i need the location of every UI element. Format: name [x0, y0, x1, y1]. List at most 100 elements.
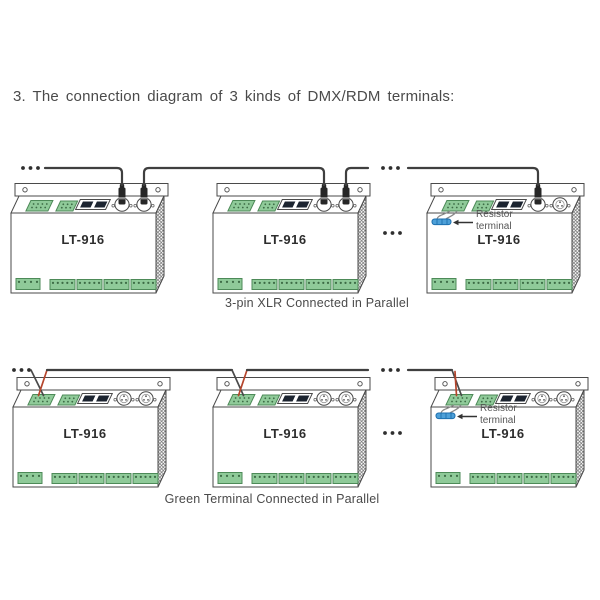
terminal-block [550, 473, 577, 484]
terminal-block [251, 279, 278, 290]
screw-icon [129, 204, 133, 208]
terminal-block [15, 278, 41, 290]
screw-hole [442, 381, 448, 387]
screw-icon [313, 204, 317, 208]
terminal-block [469, 473, 496, 484]
dmx-port-display [490, 199, 528, 210]
dmx-port-display [276, 393, 314, 404]
terminal-block [105, 473, 132, 484]
side-vent-grille [575, 389, 585, 488]
xlr-connector [549, 197, 571, 212]
device-label: LT-916 [61, 232, 105, 247]
device-lt916 [10, 183, 169, 294]
terminal-block [76, 279, 103, 290]
xlr-connector [553, 391, 575, 406]
terminal-block [305, 473, 332, 484]
screw-icon [353, 398, 357, 402]
side-vent-grille [157, 389, 167, 488]
terminal-block [27, 394, 56, 406]
screw-icon [313, 398, 317, 402]
device-label: LT-916 [477, 232, 521, 247]
xlr-connector [113, 391, 135, 406]
screw-icon [545, 204, 549, 208]
side-vent-grille [155, 195, 165, 294]
device-label: LT-916 [263, 426, 307, 441]
screw-icon [353, 204, 357, 208]
screw-icon [133, 204, 137, 208]
screw-hole [224, 381, 230, 387]
screw-icon [549, 398, 553, 402]
screw-icon [113, 398, 117, 402]
screw-icon [331, 398, 335, 402]
terminal-block [217, 472, 243, 484]
dmx-port-display [276, 199, 314, 210]
continuation-dots [381, 166, 400, 170]
dmx-cable [43, 166, 124, 187]
xlr-connector-plugged [133, 184, 155, 212]
terminal-block [55, 200, 79, 212]
screw-hole [438, 187, 444, 193]
screw-hole [22, 187, 28, 193]
xlr-connector-plugged [335, 184, 357, 212]
device-lt916 [430, 377, 589, 488]
pointer-arrow-icon [457, 413, 477, 420]
dmx-port-display [494, 393, 532, 404]
screw-icon [135, 398, 139, 402]
device-label: LT-916 [63, 426, 107, 441]
terminal-block [278, 473, 305, 484]
dmx-cable [344, 166, 370, 187]
terminal-block [496, 473, 523, 484]
terminal-wire [37, 369, 48, 397]
screw-icon [335, 398, 339, 402]
screw-icon [549, 204, 553, 208]
screw-hole [157, 381, 163, 387]
device-lt916 [212, 377, 371, 488]
xlr-connector [313, 391, 335, 406]
screw-icon [131, 398, 135, 402]
screw-hole [224, 187, 230, 193]
side-vent-grille [571, 195, 581, 294]
side-vent-grille [357, 389, 367, 488]
terminal-block [441, 200, 470, 212]
terminal-block [475, 394, 499, 406]
pointer-arrow-icon [453, 219, 473, 226]
xlr-connector [335, 391, 357, 406]
side-vent-grille [357, 195, 367, 294]
terminal-block [471, 200, 495, 212]
screw-icon [331, 204, 335, 208]
xlr-connector-plugged [527, 184, 549, 212]
terminal-block [435, 472, 461, 484]
screw-icon [571, 398, 575, 402]
dmx-cable [142, 166, 326, 187]
terminal-block [25, 200, 54, 212]
terminal-block [227, 394, 256, 406]
terminal-block [130, 279, 157, 290]
terminal-block [523, 473, 550, 484]
continuation-dots [12, 368, 31, 372]
terminal-wire [30, 369, 45, 397]
screw-hole [155, 187, 161, 193]
device-label: LT-916 [263, 232, 307, 247]
terminal-block [305, 279, 332, 290]
page-title: 3. The connection diagram of 3 kinds of … [13, 88, 455, 105]
dmx-port-display [74, 199, 112, 210]
screw-icon [111, 204, 115, 208]
terminal-block [465, 279, 492, 290]
screw-hole [357, 381, 363, 387]
screw-icon [151, 204, 155, 208]
screw-icon [153, 398, 157, 402]
terminal-block [57, 394, 81, 406]
screw-hole [571, 187, 577, 193]
xlr-connector [531, 391, 553, 406]
mounting-flange [430, 183, 585, 197]
terminal-block [492, 279, 519, 290]
section-caption: 3-pin XLR Connected in Parallel [224, 296, 410, 310]
device-lt916 [12, 377, 171, 488]
terminal-block [445, 394, 474, 406]
terminal-block [132, 473, 159, 484]
xlr-connector-plugged [313, 184, 335, 212]
xlr-connector [135, 391, 157, 406]
terminal-block [251, 473, 278, 484]
